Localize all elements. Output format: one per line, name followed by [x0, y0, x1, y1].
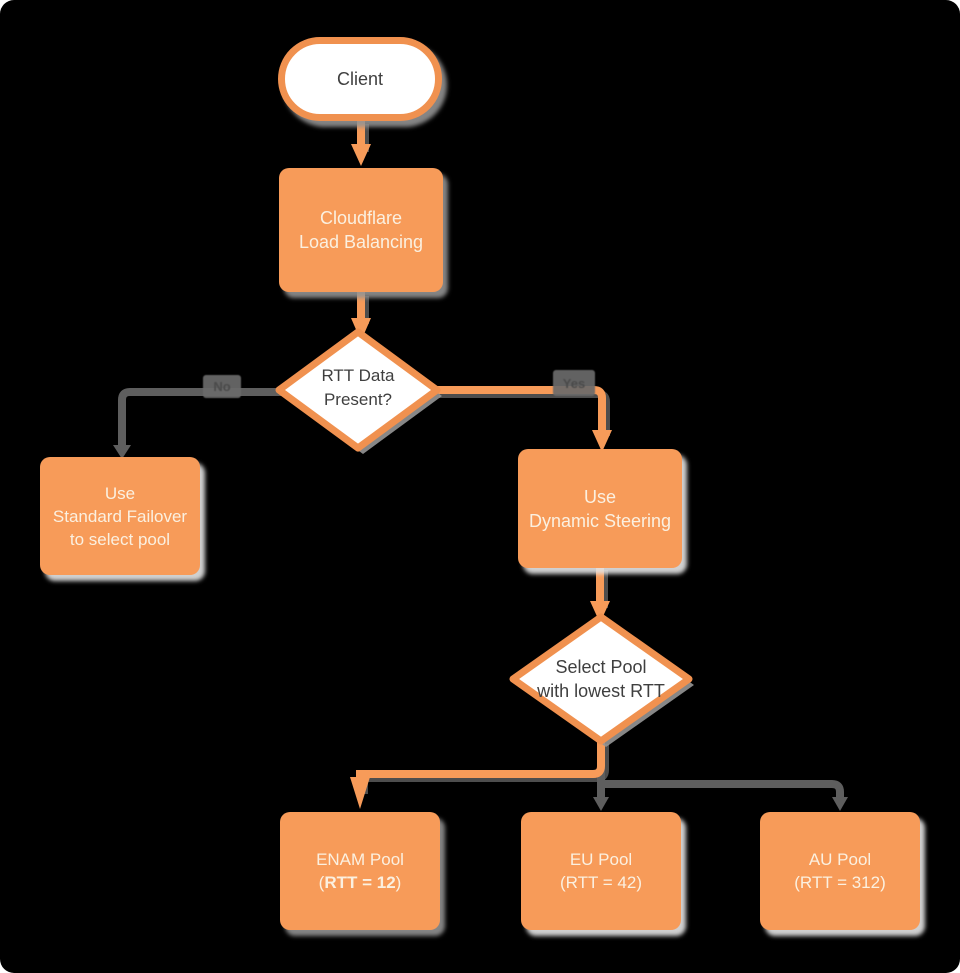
select-pool-diamond: [509, 613, 693, 745]
select-pool-text: Select Pool with lowest RTT: [511, 655, 691, 703]
rtt-decision-diamond: [275, 328, 441, 452]
orange-arrowheads: [350, 144, 612, 809]
edge-label-yes: Yes: [553, 370, 595, 396]
yes-label-text: Yes: [562, 375, 586, 391]
arrow-into-dynamic-steering: [592, 430, 612, 452]
enam-pool-line1: ENAM Pool: [316, 850, 404, 869]
client-label: Client: [336, 68, 384, 89]
standard-failover-line2: Standard Failover: [52, 506, 188, 526]
rtt-decision-text: RTT Data Present?: [288, 364, 428, 412]
node-standard-failover: Use Standard Failover to select pool: [40, 457, 200, 575]
eu-pool-line2: (RTT = 42): [559, 873, 643, 892]
eu-pool-line1: EU Pool: [569, 850, 633, 869]
rtt-decision-line2: Present?: [323, 390, 393, 409]
arrow-into-load-balancer: [351, 144, 371, 166]
au-pool-line1: AU Pool: [808, 850, 872, 869]
node-au-pool: AU Pool (RTT = 312): [760, 812, 920, 930]
decision-diamonds: [275, 328, 694, 747]
node-enam-pool: ENAM Pool (RTT = 12): [280, 812, 440, 930]
arrow-into-select-pool: [590, 601, 610, 623]
select-pool-line2: with lowest RTT: [537, 681, 665, 701]
node-client: Client: [278, 37, 442, 121]
au-pool-line2: (RTT = 312): [794, 873, 886, 892]
load-balancer-line1: Cloudflare: [319, 208, 403, 228]
load-balancer-line2: Load Balancing: [298, 232, 424, 252]
enam-rtt-open-paren: (: [318, 873, 325, 892]
standard-failover-line3: to select pool: [69, 529, 171, 549]
no-label-text: No: [213, 379, 231, 394]
enam-rtt-close-paren: ): [395, 873, 402, 892]
edge-select-to-enam: [356, 740, 605, 780]
edge-label-no: No: [203, 375, 241, 398]
arrow-into-standard-failover: [113, 445, 131, 459]
arrow-into-eu-pool: [593, 797, 609, 811]
standard-failover-line1: Use: [104, 483, 136, 503]
dynamic-steering-line2: Dynamic Steering: [528, 510, 672, 531]
gray-arrowheads: [113, 445, 848, 811]
enam-pool-line2: (RTT = 12): [319, 871, 402, 894]
node-dynamic-steering: Use Dynamic Steering: [518, 449, 682, 568]
gray-connectors: [118, 388, 844, 798]
node-load-balancer: Cloudflare Load Balancing: [279, 168, 443, 292]
arrow-into-rtt-decision: [351, 318, 371, 341]
node-eu-pool: EU Pool (RTT = 42): [521, 812, 681, 930]
dynamic-steering-line1: Use: [583, 486, 616, 507]
arrow-into-au-pool: [832, 797, 848, 811]
edge-no-line: [118, 388, 283, 448]
arrow-into-enam-pool: [350, 777, 370, 809]
rtt-decision-line1: RTT Data: [321, 366, 395, 385]
edge-au-line: [601, 780, 844, 798]
select-pool-line1: Select Pool: [555, 657, 647, 677]
enam-rtt-value: RTT = 12: [324, 873, 396, 892]
